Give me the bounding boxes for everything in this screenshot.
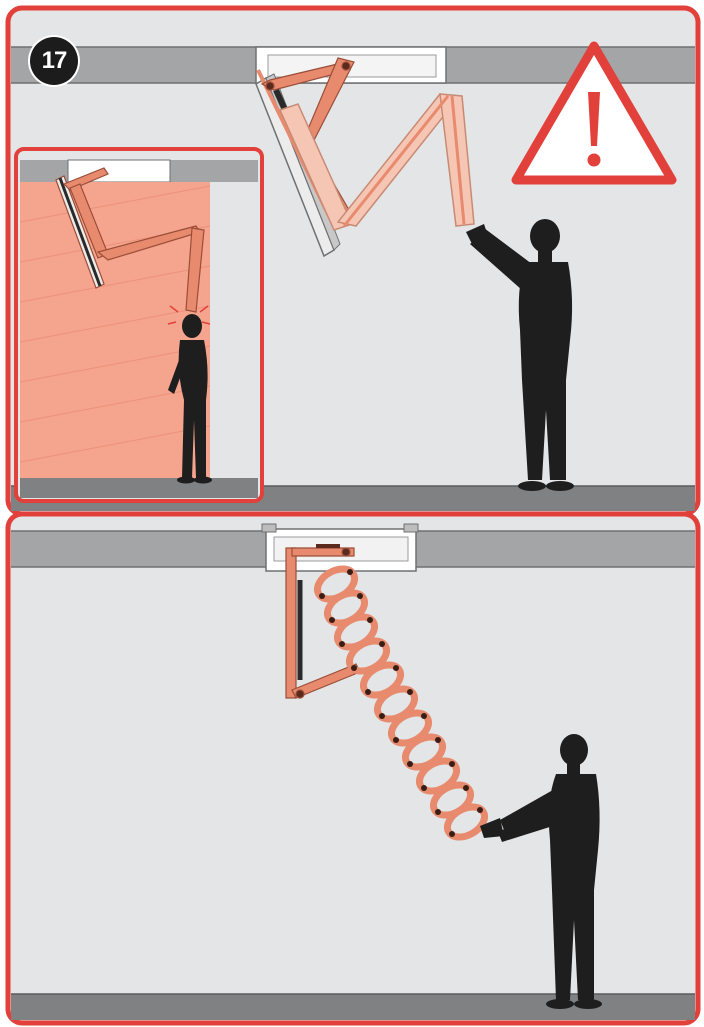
wrong-position-inset <box>16 149 262 501</box>
step-number-badge: 17 <box>30 37 78 85</box>
danger-zone <box>20 182 210 478</box>
top-panel <box>8 8 698 514</box>
bottom-panel <box>8 514 698 1023</box>
